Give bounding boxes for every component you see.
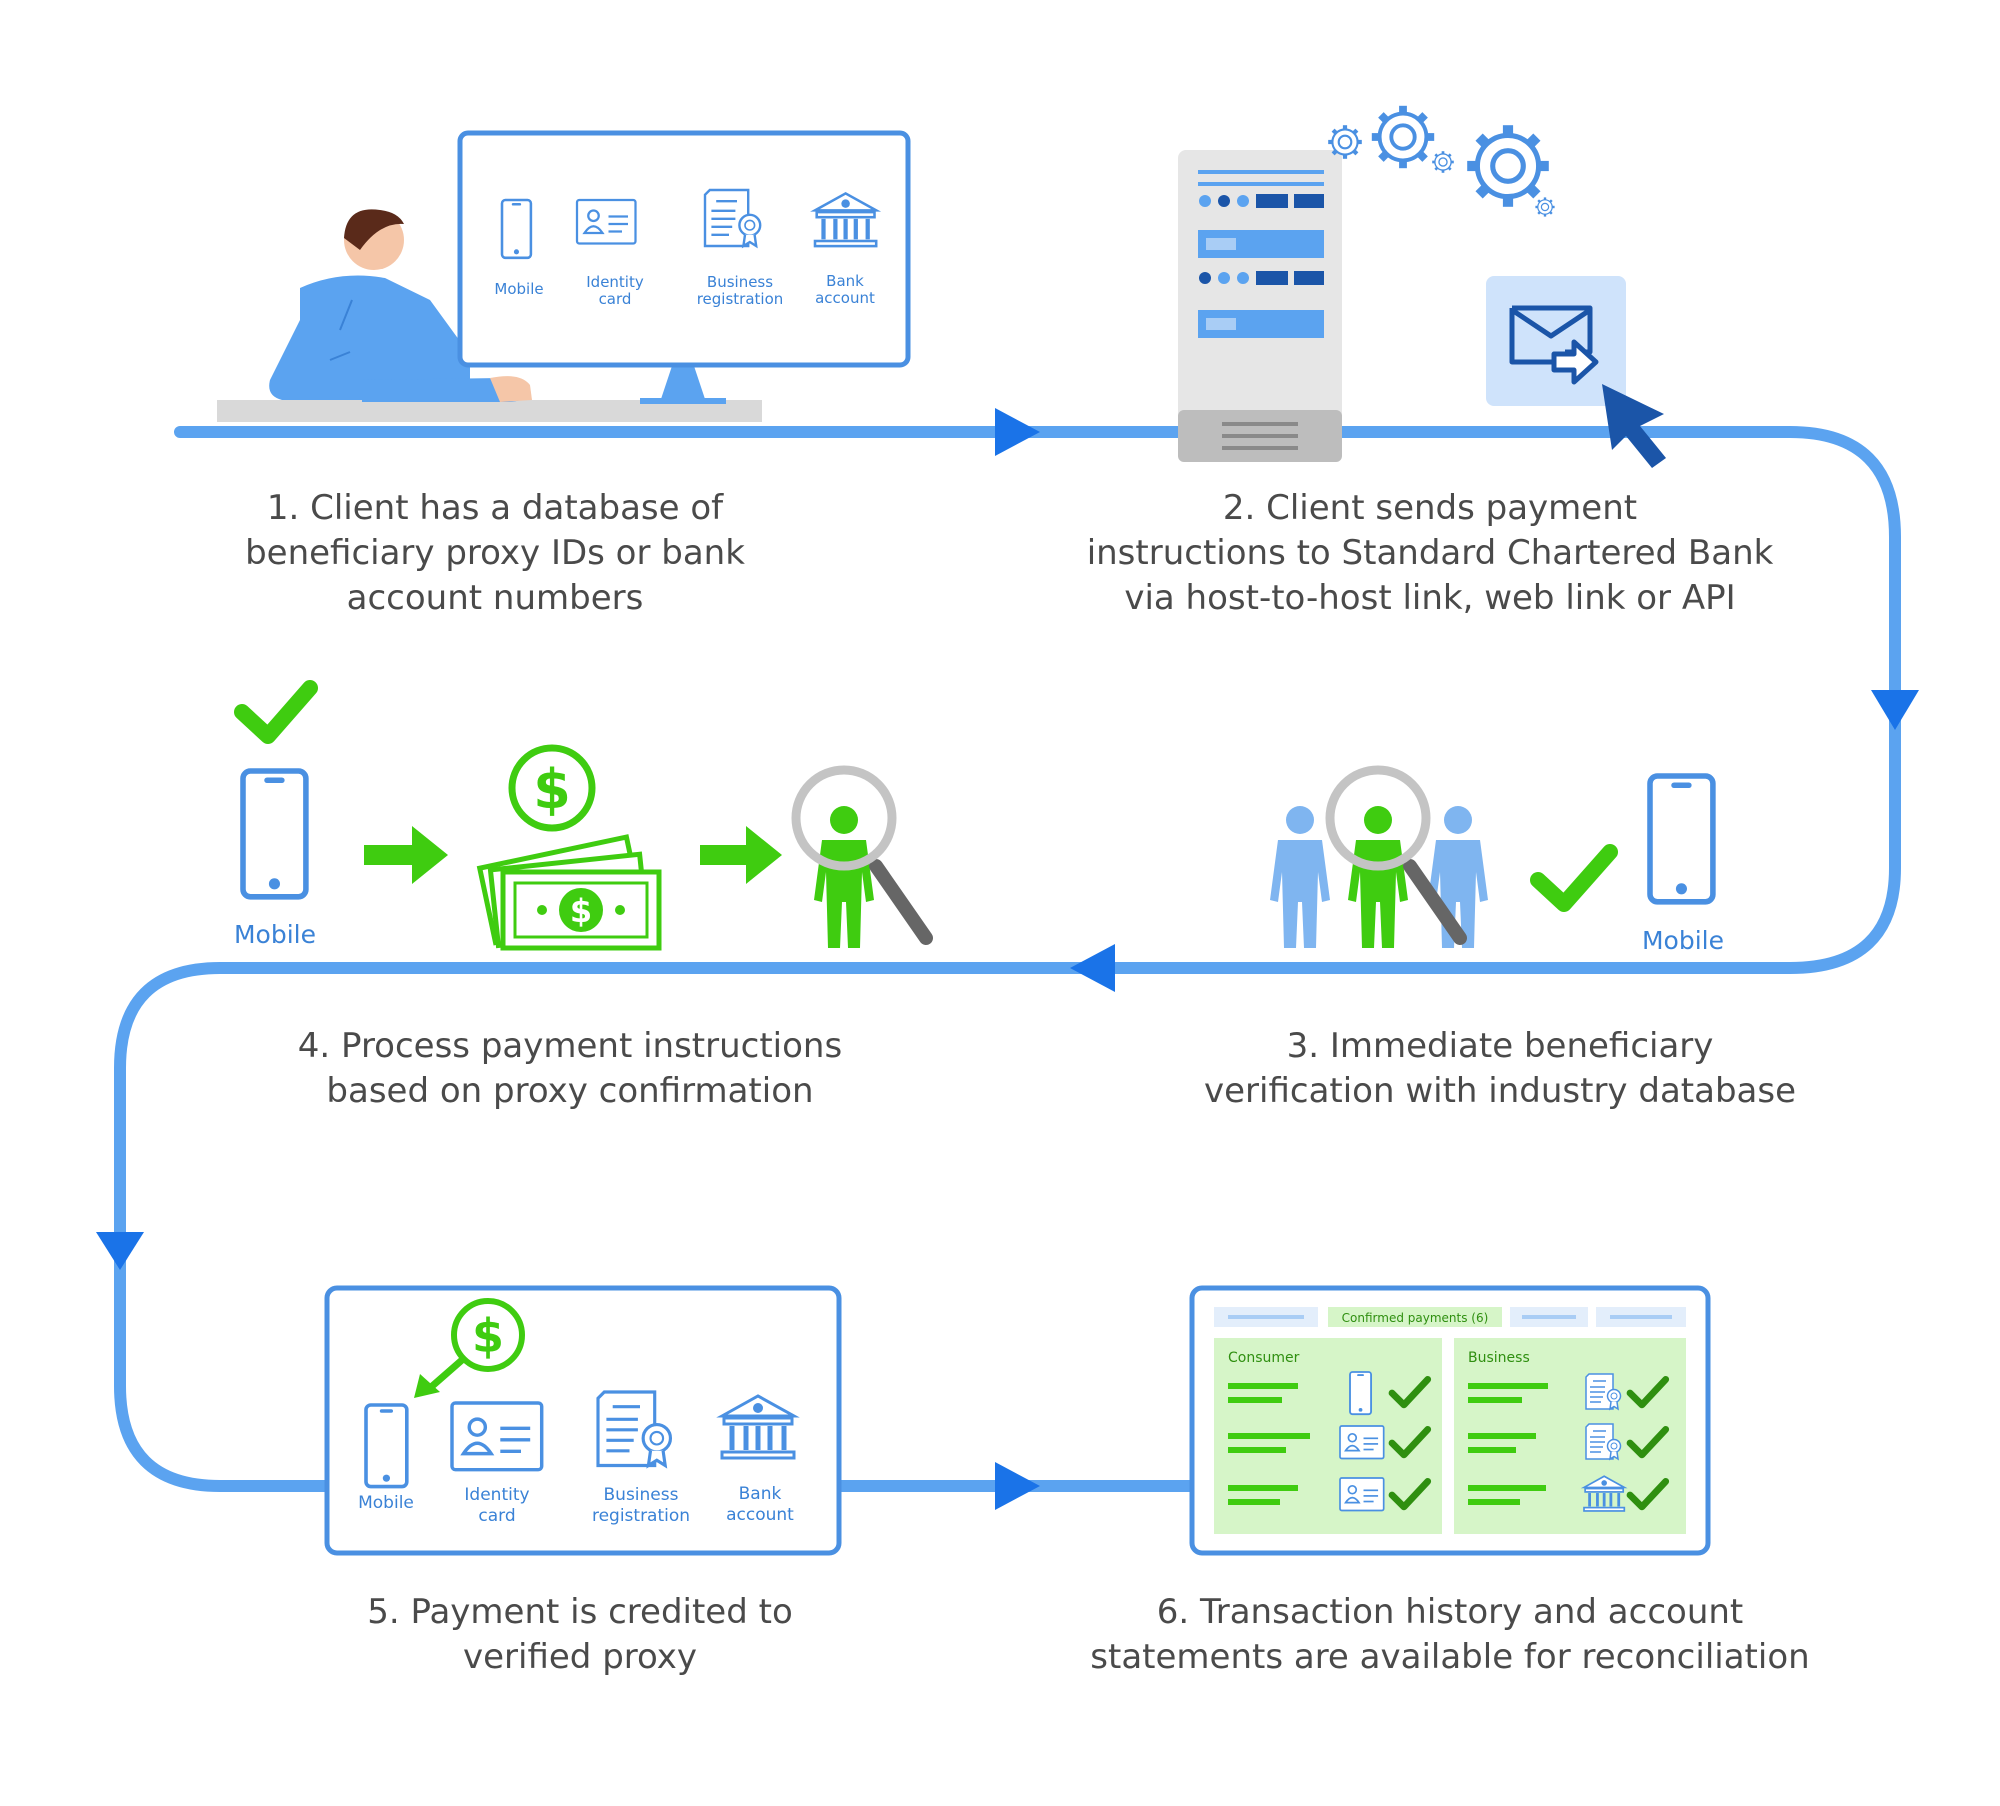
step-3-line: 3. Immediate beneficiary [1286,1026,1714,1066]
step-3-caption: 3. Immediate beneficiary verification wi… [1170,1024,1830,1114]
person-verified-icon [1348,806,1408,948]
step-4-line: based on proxy confirmation [326,1071,814,1111]
arrow-down-2 [96,1232,144,1270]
step-2-line: instructions to Standard Chartered Bank [1086,533,1774,573]
step2-illustration [1178,106,1666,468]
panel-label-identity-2: card [478,1506,515,1526]
step3-illustration: Mobile [1270,765,1724,955]
monitor-label-identity-2: card [599,290,632,308]
svg-text:$: $ [472,1309,504,1363]
verified-check-icon [1530,844,1618,912]
monitor-label-business-1: Business [707,273,773,291]
step4-illustration: Mobile $ $ [234,680,933,951]
arrow-right-icon [364,826,448,884]
step-4-caption: 4. Process payment instructions based on… [250,1024,890,1114]
step-1-caption: 1. Client has a database of beneficiary … [180,486,810,621]
monitor-label-mobile: Mobile [494,280,543,298]
step-2-line: 2. Client sends payment [1222,488,1638,528]
step-1-line: 1. Client has a database of [266,488,724,528]
flow-arrowheads [96,408,1919,1510]
person-verified-icon [814,806,874,948]
step5-panel: $ Mobile Identity card Business registra… [324,1285,842,1556]
step-1-line: account numbers [346,578,644,618]
dollar-coin-icon: $ [451,1298,525,1372]
magnifier-icon [791,765,933,945]
gears [1328,106,1556,218]
identity-card-icon [1339,1477,1385,1512]
flow-path [114,426,1901,1492]
tab-confirmed-payments [1328,1307,1502,1327]
check-icon [234,680,318,744]
panel-label-bank-2: account [726,1505,794,1525]
step-2-line: via host-to-host link, web link or API [1124,578,1736,618]
cursor-icon [1602,384,1666,468]
step-4-line: 4. Process payment instructions [297,1026,843,1066]
step-6-line: statements are available for reconciliat… [1090,1637,1810,1677]
mobile-icon [1349,1371,1373,1416]
step3-mobile-label: Mobile [1642,926,1724,955]
monitor-label-identity-1: Identity [586,273,644,291]
person-left-icon [1270,806,1330,948]
tab-confirmed-payments-label: Confirmed payments (6) [1342,1311,1489,1325]
svg-text:$: $ [570,892,592,930]
svg-text:$: $ [533,758,571,821]
step1-illustration: Mobile Identity card Business registrati… [217,130,911,422]
mobile-icon [500,198,533,260]
mobile-icon [364,1403,409,1489]
panel-label-business-2: registration [592,1506,690,1526]
dollar-coin-icon: $ [508,744,596,832]
mobile-icon [243,771,306,897]
step-1-line: beneficiary proxy IDs or bank [245,533,745,573]
step-6-line: 6. Transaction history and account [1156,1592,1744,1632]
arrow-down-left-icon [426,1356,466,1392]
identity-card-icon [1339,1425,1385,1460]
panel-label-identity-1: Identity [464,1485,529,1505]
magnifier-icon [1325,765,1467,945]
step-5-caption: 5. Payment is credited to verified proxy [320,1590,840,1680]
client-person [269,209,532,402]
panel-label-mobile: Mobile [358,1493,414,1513]
monitor-label-bank-2: account [815,289,875,307]
panel-label-bank-1: Bank [739,1484,782,1504]
step-2-caption: 2. Client sends payment instructions to … [1040,486,1820,621]
money-stack-icon: $ [476,834,662,951]
desk [217,400,762,422]
step-6-caption: 6. Transaction history and account state… [1060,1590,1840,1680]
step-5-line: verified proxy [463,1637,697,1677]
arrow-down-1 [1871,690,1919,730]
arrow-right-icon [700,826,782,884]
monitor: Mobile Identity card Business registrati… [457,130,911,404]
consumer-title: Consumer [1228,1350,1300,1366]
identity-card-icon [450,1401,544,1472]
step4-mobile-label: Mobile [234,920,316,949]
panel-label-business-1: Business [604,1485,679,1505]
arrow-right-2 [995,1462,1040,1510]
business-rows [1468,1373,1666,1513]
identity-card-icon [575,198,637,245]
step-5-line: 5. Payment is credited to [367,1592,793,1632]
arrow-left-1 [1070,944,1115,992]
consumer-rows [1228,1371,1428,1512]
monitor-label-bank-1: Bank [826,272,864,290]
email-send-icon [1486,276,1626,406]
monitor-label-business-2: registration [697,290,784,308]
arrow-right-1 [995,408,1040,456]
step6-dashboard: Confirmed payments (6) Consumer Business [1189,1285,1711,1556]
business-title: Business [1468,1350,1530,1366]
server [1178,150,1342,462]
step-3-line: verification with industry database [1204,1071,1796,1111]
mobile-icon [1650,776,1713,902]
